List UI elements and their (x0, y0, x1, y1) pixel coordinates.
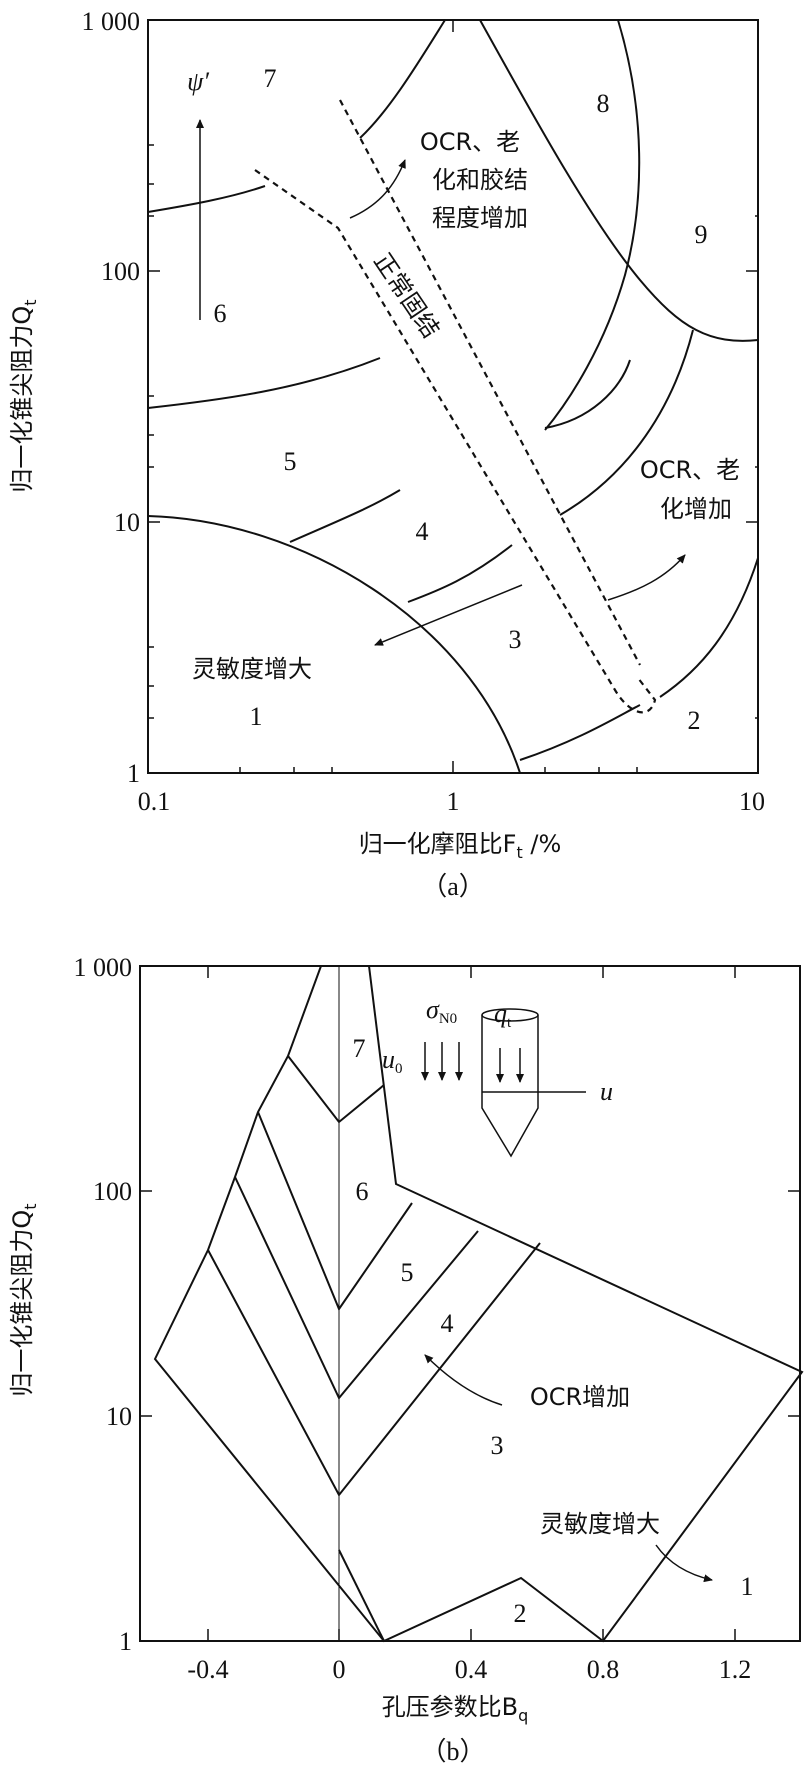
panel-b-zone-6: 6 (356, 1177, 369, 1206)
panel-b-y-axis-label: 归一化锥尖阻力Qt (8, 1203, 40, 1396)
panel-a-caption: （a） (421, 872, 485, 901)
panel-b-zone-boundaries (207, 1055, 541, 1642)
panel-a-zone-2: 2 (688, 706, 701, 735)
boundary-zone8-inner (544, 19, 641, 431)
panel-a-note-2-line1: OCR、老 (640, 456, 740, 484)
panel-a-arrows (196, 119, 686, 646)
arrow-ocr-aging (607, 554, 686, 601)
panel-b-x-axis-label: 孔压参数比Bq (382, 1693, 529, 1725)
panel-b-zone-7: 7 (353, 1034, 366, 1063)
panel-a-x-tick-1: 1 (447, 787, 460, 816)
boundary-zone5-6 (147, 357, 381, 409)
panel-a-note-2-line2: 化增加 (660, 495, 732, 523)
panel-b-frame (139, 965, 801, 1642)
boundary-zone2-left (519, 704, 641, 761)
panel-a: 1 000 100 10 1 0.1 1 10 归一化锥尖阻力Qt 归一化摩阻比… (8, 7, 765, 901)
piezocone-sketch (421, 1008, 586, 1158)
boundary-zone3-4 (407, 544, 513, 603)
panel-b-x-tick--0.4: -0.4 (187, 1655, 228, 1684)
panel-b-arrows (424, 1354, 713, 1583)
panel-a-zone-6: 6 (214, 299, 227, 328)
arrow-sensitivity-b (655, 1544, 713, 1583)
panel-a-x-tick-0.1: 0.1 (138, 787, 171, 816)
cone-body (481, 1015, 539, 1158)
panel-b-caption: （b） (420, 1737, 485, 1766)
boundary-3 (207, 1242, 541, 1497)
panel-a-x-tick-10: 10 (739, 787, 765, 816)
panel-b-y-tick-1: 1 (119, 1627, 132, 1656)
boundary-5 (257, 1111, 413, 1312)
panel-a-y-axis-label: 归一化锥尖阻力Qt (8, 299, 40, 492)
boundary-zone7-8 (359, 19, 446, 139)
panel-b-y-tick-100: 100 (93, 1177, 132, 1206)
panel-b-zone-1: 1 (741, 1572, 754, 1601)
boundary-4 (234, 1176, 479, 1400)
panel-a-zone-3: 3 (509, 625, 522, 654)
panel-a-note-sensitivity: 灵敏度增大 (192, 655, 312, 683)
panel-a-x-tick-marks (239, 20, 638, 773)
panel-a-zone-7: 7 (264, 64, 277, 93)
panel-b-y-tick-10: 10 (106, 1402, 132, 1431)
boundary-zone1 (147, 515, 521, 774)
panel-a-zone-4: 4 (416, 517, 429, 546)
panel-b-x-tick-0: 0 (333, 1655, 346, 1684)
panel-a-zone-9: 9 (695, 220, 708, 249)
panel-b: 1 000 100 10 1 -0.4 0 0.4 0.8 1.2 归一化锥尖阻… (8, 953, 804, 1766)
panel-b-zone-2: 2 (514, 1599, 527, 1628)
panel-b-x-tick-0.8: 0.8 (587, 1655, 620, 1684)
panel-a-zone-5: 5 (284, 447, 297, 476)
panel-b-y-tick-1000: 1 000 (74, 953, 133, 982)
panel-a-x-axis-label: 归一化摩阻比Ft /% (359, 830, 562, 862)
panel-b-x-tick-1.2: 1.2 (719, 1655, 752, 1684)
boundary-6 (287, 1055, 385, 1124)
inset-u-label: u (600, 1077, 613, 1106)
inset-qt-label: qt (494, 999, 512, 1031)
panel-a-psi-label: ψ′ (187, 67, 209, 96)
panel-a-zone-1: 1 (250, 702, 263, 731)
panel-b-note-sensitivity: 灵敏度增大 (540, 1510, 660, 1538)
panel-b-zone-5: 5 (401, 1258, 414, 1287)
panel-a-y-tick-10: 10 (114, 508, 140, 537)
inset-sigma-label: σN0 (426, 995, 457, 1027)
boundary-zone6-7 (147, 185, 266, 213)
panel-a-y-tick-1: 1 (127, 759, 140, 788)
boundary-zone4-5-left (289, 489, 401, 543)
panel-a-y-tick-marks (148, 19, 758, 774)
boundary-2-left (338, 1549, 385, 1642)
panel-a-y-tick-1000: 1 000 (82, 7, 141, 36)
panel-a-y-tick-100: 100 (101, 257, 140, 286)
panel-b-zone-3: 3 (491, 1431, 504, 1460)
panel-a-note-1-line3: 程度增加 (432, 204, 528, 232)
arrow-sensitivity (374, 584, 523, 646)
panel-b-y-tick-marks (140, 965, 800, 1642)
boundary-zone2-right (659, 557, 759, 698)
nc-band-right (339, 99, 641, 666)
panel-b-note-ocr: OCR增加 (530, 1383, 630, 1411)
nc-band-left (254, 169, 657, 714)
panel-a-zone-8: 8 (597, 89, 610, 118)
arrow-ocr (424, 1354, 503, 1406)
panel-b-zone-4: 4 (441, 1309, 454, 1338)
inset-u0-label: u0 (382, 1045, 403, 1077)
panel-a-nc-band (254, 99, 657, 714)
cone-top (481, 1008, 539, 1022)
panel-b-x-tick-0.4: 0.4 (455, 1655, 488, 1684)
panel-a-zone-boundaries (147, 19, 759, 774)
panel-a-note-1-line2: 化和胶结 (432, 166, 528, 194)
panel-a-note-1-line1: OCR、老 (420, 128, 520, 156)
boundary-zone4-right (559, 329, 694, 516)
panel-b-inset: σN0 u0 qt u (382, 995, 613, 1158)
boundary-zone5-mid (544, 359, 631, 429)
panel-b-outer-envelope (153, 965, 804, 1643)
arrow-ocr-aging-bonding (349, 159, 406, 219)
